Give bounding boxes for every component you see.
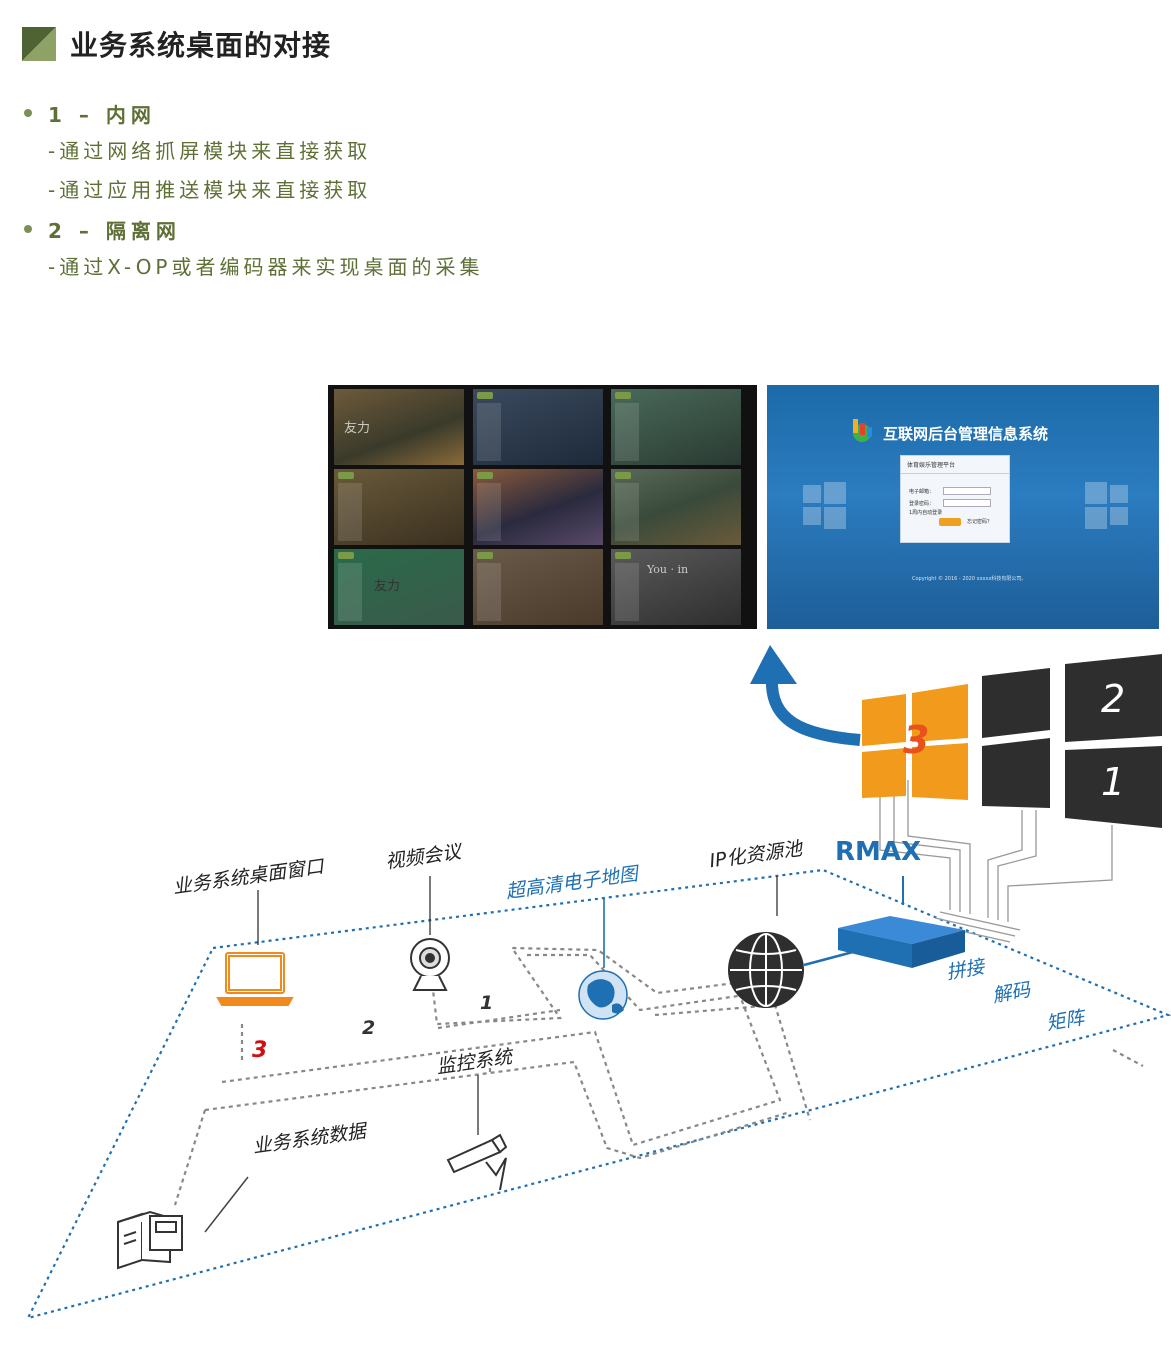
bullet-dot-icon <box>24 109 32 117</box>
login-system-screenshot: 互联网后台管理信息系统 体育娱乐管理平台 电子邮箱： 登录密码： 1周内自动登录… <box>767 385 1159 629</box>
wall-tile <box>334 469 464 545</box>
video-wall <box>862 654 1162 828</box>
login-system-title: 互联网后台管理信息系统 <box>883 425 1049 443</box>
bullet-item-isolated-net: 2 – 隔离网 <box>24 210 484 248</box>
leader-line <box>204 1176 249 1233</box>
wall-tile <box>473 469 603 545</box>
desktop-wall-screenshot: 友力 友力 You · in <box>328 385 757 629</box>
network-globe-icon <box>728 932 804 1008</box>
label-rmax: RMAX <box>835 837 922 867</box>
forgot-password-link[interactable]: 忘记密码？ <box>967 519 993 525</box>
wall-tile: 友力 <box>334 389 464 465</box>
login-copyright: Copyright © 2016 - 2020 xxxxx科技有限公司。 <box>912 576 1027 582</box>
password-field[interactable] <box>943 499 991 507</box>
videowall-number-3: 3 <box>903 718 930 762</box>
page-title: 业务系统桌面的对接 <box>70 29 332 62</box>
bullet-item-intranet: 1 – 内网 <box>24 94 484 132</box>
laptop-icon <box>216 952 294 1006</box>
wall-tile <box>611 389 741 465</box>
webcam-icon <box>410 938 450 991</box>
videowall-number-1: 1 <box>1101 760 1126 804</box>
path-number-2: 2 <box>362 1017 376 1039</box>
login-form: 体育娱乐管理平台 电子邮箱： 登录密码： 1周内自动登录 忘记密码？ <box>900 455 1010 543</box>
bullet-sub-item: -通过应用推送模块来直接获取 <box>48 178 372 202</box>
cctv-camera-icon <box>446 1133 508 1191</box>
wall-tile: 友力 <box>334 549 464 625</box>
login-button[interactable] <box>939 518 961 526</box>
email-field[interactable] <box>943 487 991 495</box>
wall-tile <box>473 549 603 625</box>
header-square-icon <box>22 27 56 61</box>
path-number-1: 1 <box>480 992 494 1014</box>
cable-bundle <box>879 780 1113 943</box>
server-icon <box>117 1210 183 1270</box>
globe-map-icon <box>578 970 628 1020</box>
wall-tile <box>473 389 603 465</box>
page-header: 业务系统桌面的对接 <box>22 26 331 62</box>
curved-arrow-icon <box>750 645 861 746</box>
path-number-3: 3 <box>252 1038 268 1063</box>
wall-tile: You · in <box>611 549 741 625</box>
system-logo-icon <box>853 419 872 442</box>
rmax-device-icon <box>838 916 965 968</box>
bullet-sub-item: -通过X-OP或者编码器来实现桌面的采集 <box>48 255 484 279</box>
bullet-dot-icon <box>24 225 32 233</box>
wall-tile <box>611 469 741 545</box>
boundary-outline <box>25 868 1171 1320</box>
bullet-list: 1 – 内网 -通过网络抓屏模块来直接获取 -通过应用推送模块来直接获取 2 –… <box>24 94 484 287</box>
videowall-number-2: 2 <box>1101 677 1126 721</box>
bullet-sub-item: -通过网络抓屏模块来直接获取 <box>48 139 372 163</box>
